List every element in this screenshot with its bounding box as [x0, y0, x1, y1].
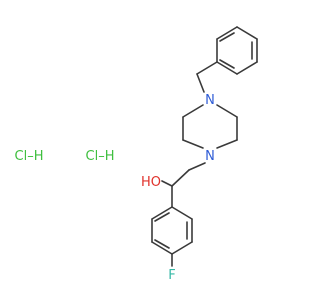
ch2-choh-bond — [171, 169, 190, 187]
molecule-structure: N N HO F Cl–H Cl–H — [15, 26, 258, 283]
n-ch2-bond — [188, 162, 206, 171]
nitrogen-bottom-label: N — [205, 149, 215, 164]
ch2-n-bond — [196, 73, 205, 93]
hydroxyl-label: HO — [141, 175, 161, 190]
nitrogen-top-label: N — [205, 93, 215, 108]
c-oh-bond — [161, 180, 173, 187]
fluorophenyl-ring — [151, 206, 193, 255]
benzene-ring-top — [216, 26, 258, 75]
fluorine-label: F — [168, 268, 175, 283]
hcl-salt-1: Cl–H — [15, 149, 44, 164]
benzyl-ch2-bond — [196, 61, 218, 75]
hcl-salt-2: Cl–H — [86, 149, 115, 164]
piperazine-ring — [182, 104, 238, 149]
structure-canvas: N N HO F Cl–H Cl–H — [15, 26, 258, 283]
